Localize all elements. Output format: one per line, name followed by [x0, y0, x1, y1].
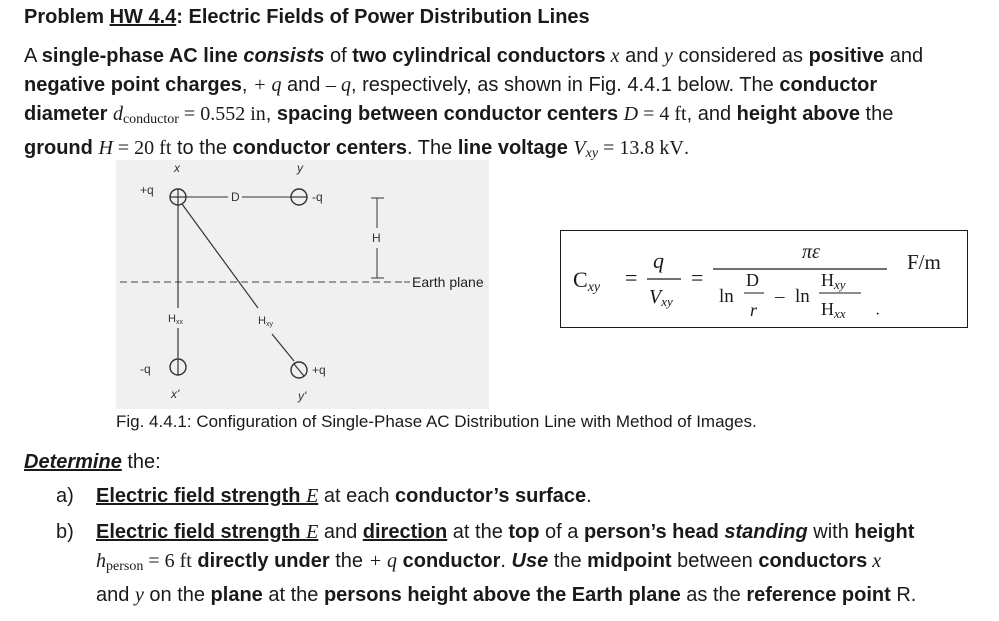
question-b-text: Electric field strength E and direction … [96, 518, 966, 610]
plus-q-label: +q [140, 183, 154, 197]
problem-line-4: ground H = 20 ft to the conductor center… [24, 137, 690, 161]
eq-c: Cxy [573, 267, 601, 295]
problem-statement: A single-phase AC line consists of two c… [24, 42, 969, 168]
capacitance-equation: Cxy = q Vxy = πε ln D r – ln Hxy Hxx · F… [560, 230, 968, 328]
question-a-text: Electric field strength E at each conduc… [96, 485, 592, 507]
eq-minus: – [774, 286, 785, 307]
determine-heading: Determine the: [24, 451, 161, 473]
hxy-label: Hxy [258, 315, 273, 328]
eq-ln-1: ln [719, 286, 734, 307]
problem-line-2: negative point charges, + q and – q, res… [24, 74, 878, 96]
question-b-line-3: and y on the plane at the persons height… [96, 584, 917, 606]
problem-line-3: diameter dconductor = 0.552 in, spacing … [24, 103, 894, 127]
spacing-d-label: D [231, 190, 240, 204]
figure-caption: Fig. 4.4.1: Configuration of Single-Phas… [116, 412, 757, 431]
problem-title: Problem HW 4.4: Electric Fields of Power… [24, 6, 590, 28]
eq-r: r [750, 300, 758, 320]
eq-pi-epsilon: πε [802, 241, 820, 263]
image-plus-q-label: +q [312, 363, 326, 377]
question-b: b) Electric field strength E and directi… [56, 518, 966, 606]
hxx-label: Hxx [168, 313, 183, 326]
question-b-line-1: Electric field strength E and direction … [96, 521, 915, 543]
problem-line-1: A single-phase AC line consists of two c… [24, 45, 924, 67]
eq-q: q [653, 248, 664, 273]
question-b-label: b) [56, 521, 74, 543]
hxy-line-bottom [271, 333, 295, 362]
x-prime-label: x' [170, 387, 180, 401]
eq-v: Vxy [649, 286, 673, 309]
image-y-prime-mark [293, 363, 305, 377]
eq-equals-2: = [691, 265, 703, 290]
eq-ln-2: ln [795, 286, 810, 307]
eq-h-denominator: Hxx [821, 299, 846, 321]
conductor-y-label: y [296, 161, 304, 175]
image-conductor-y-prime [290, 361, 308, 379]
earth-plane-label: Earth plane [412, 274, 484, 290]
problem-number: HW 4.4 [109, 6, 177, 28]
minus-q-label: -q [312, 190, 323, 204]
eq-dot: · [875, 306, 880, 323]
eq-units: F/m [907, 250, 941, 274]
question-a-label: a) [56, 485, 74, 507]
height-h-label: H [372, 231, 381, 245]
y-prime-label: y' [297, 389, 307, 403]
hxy-line-top [181, 203, 259, 309]
question-b-line-2: hperson = 6 ft directly under the + q co… [96, 550, 882, 574]
eq-equals-1: = [625, 265, 637, 290]
conductor-x-label: x [173, 161, 181, 175]
question-a: a) Electric field strength E at each con… [56, 482, 966, 511]
image-minus-q-label: -q [140, 362, 151, 376]
eq-d: D [746, 270, 759, 290]
line-configuration-figure: Earth plane x +q y -q D H Hxx Hxy -q [116, 160, 489, 409]
eq-h-numerator: Hxy [821, 270, 846, 292]
